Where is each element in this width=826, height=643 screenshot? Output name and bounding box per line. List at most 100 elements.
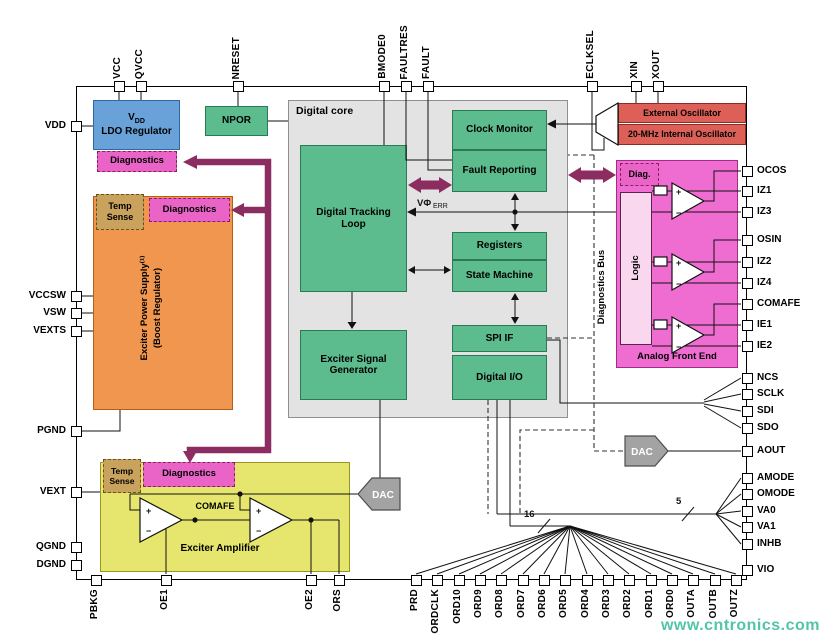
pin-NCS [741,372,753,384]
pin-IE1 [741,319,753,331]
pin-QVCC [135,80,147,92]
amp-diagnostics-block: Diagnostics [143,462,235,487]
pin-ORD9 [474,574,486,586]
pin-label-ORS: ORS [332,589,343,612]
svg-text:+: + [676,258,681,268]
pin-label-ORDCLK: ORDCLK [430,589,441,634]
pin-VCCSW [70,290,82,302]
right-bus-fan-wire [715,513,742,528]
ldo-diagnostics-block: Diagnostics [97,151,177,172]
pin-label-VA0: VA0 [757,504,776,516]
afe-diag-block: Diag. [620,163,659,186]
eps-diagnostics-block: Diagnostics [149,198,230,222]
verr-label: VΦ ERR [417,198,448,210]
state-machine-block: State Machine [452,260,547,292]
pin-IZ3 [741,206,753,218]
pin-OUTZ [730,574,742,586]
amp-comafe-label: COMAFE [195,501,235,511]
pin-PGND [70,425,82,437]
pin-label-NRESET: NRESET [231,36,242,79]
digital-io-block: Digital I/O [452,355,547,400]
pin-label-ORD0: ORD0 [665,589,676,618]
pin-label-VDD: VDD [44,119,66,131]
black-arrowheads [347,119,556,329]
pin-VA0 [741,505,753,517]
bottom-bus-fan-wire [500,525,571,575]
junction-dots [192,209,518,523]
esg-line2: Generator [329,365,378,376]
pin-SDO [741,422,753,434]
pin-label-OUTZ: OUTZ [729,589,740,618]
afe-label: Analog Front End [637,351,717,362]
pin-label-IZ1: IZ1 [757,184,772,196]
bottom-bus-fan-wire [436,525,571,575]
pin-label-OCOS: OCOS [757,164,787,176]
pin-label-FAULTRES: FAULTRES [399,24,410,79]
pin-OUTA [687,574,699,586]
clock-mux-shape [595,101,619,147]
bottom-bus-fan-wire [569,525,652,575]
fault-reporting-block: Fault Reporting [452,150,547,192]
bottom-bus-fan-wire [415,525,571,575]
pin-label-XIN: XIN [629,61,640,79]
pin-label-VCC: VCC [112,56,123,79]
svg-text:−: − [146,526,151,536]
pin-XIN [630,80,642,92]
pin-QGND [70,541,82,553]
pin-label-ORD8: ORD8 [494,589,505,618]
dtl-line1: Digital Tracking [316,207,391,218]
pin-ORDCLK [431,574,443,586]
pin-label-OUTA: OUTA [686,589,697,618]
pin-label-OE1: OE1 [159,589,170,610]
bottom-bus-fan-wire [522,525,571,575]
svg-text:DAC: DAC [631,447,653,458]
pin-IZ4 [741,277,753,289]
internal-oscillator-block: 20-MHz Internal Oscillator [618,124,746,145]
bottom-bus-fan-wire [569,525,673,575]
eps-temp-sense-block: Temp Sense [96,194,144,230]
pin-label-VEXT: VEXT [39,485,66,497]
bottom-bus-fan-wire [543,525,571,575]
bottom-bus-fan-wire [569,525,630,575]
pin-label-COMAFE: COMAFE [757,297,801,309]
bottom-bus-fan-wire [564,525,571,575]
pin-IZ1 [741,185,753,197]
pin-VEXTS [70,325,82,337]
pin-DGND [70,559,82,571]
opamp-signs: +− +− +− +− +− [146,187,681,536]
pin-IZ2 [741,256,753,268]
pin-label-IE2: IE2 [757,339,773,351]
pin-VA1 [741,521,753,533]
svg-text:DAC: DAC [372,490,394,501]
dac-aout: DAC [624,435,669,467]
amp-label: Exciter Amplifier [180,543,260,554]
svg-text:ERR: ERR [433,203,448,210]
svg-text:−: − [676,279,681,289]
pin-label-ORD5: ORD5 [558,589,569,618]
pin-label-ORD6: ORD6 [537,589,548,618]
pin-OCOS [741,165,753,177]
pin-COMAFE [741,298,753,310]
pin-label-NCS: NCS [757,371,779,383]
pin-label-VA1: VA1 [757,520,776,532]
bottom-bus-fan-wire [569,525,588,575]
pin-AMODE [741,472,753,484]
right-bus-fan-wire [715,510,742,515]
registers-block: Registers [452,232,547,260]
svg-text:+: + [256,506,261,516]
pin-ORD3 [602,574,614,586]
pin-label-ECLKSEL: ECLKSEL [585,30,596,79]
pin-label-SDO: SDO [757,421,779,433]
pin-FAULT [422,80,434,92]
pin-NRESET [232,80,244,92]
pin-label-OUTB: OUTB [708,589,719,619]
pin-SCLK [741,388,753,400]
afe-input-switch-2 [653,256,668,267]
pin-VIO [741,564,753,576]
afe-input-switch-3 [653,319,668,330]
exciter-power-supply-block [93,196,233,410]
afe-logic-block [620,192,652,345]
pin-label-IZ3: IZ3 [757,205,772,217]
pin-label-VCCSW: VCCSW [28,289,66,301]
pin-label-VEXTS: VEXTS [33,324,66,336]
